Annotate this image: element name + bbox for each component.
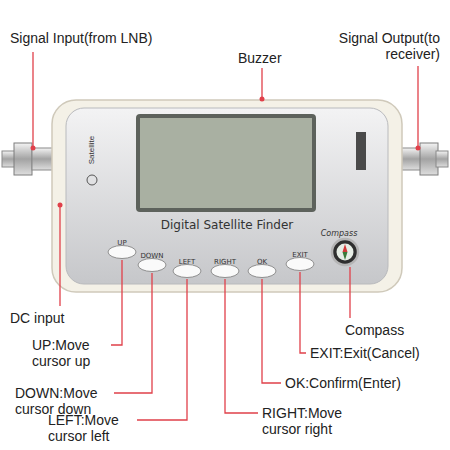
leader-line: [300, 272, 306, 353]
push-button: RIGHT: [208, 250, 242, 278]
connector-nut: [14, 143, 32, 175]
button-cap: [286, 258, 314, 271]
connector-nut: [420, 143, 438, 175]
leader-line: [32, 52, 33, 148]
callout-label: Buzzer: [238, 50, 282, 66]
leader-lines: [33, 52, 418, 420]
button-caption: EXIT: [292, 251, 308, 260]
leader-line: [225, 279, 258, 413]
button-cap: [248, 265, 276, 278]
button-caption: UP: [117, 239, 126, 248]
leader-dots: [31, 97, 421, 208]
push-button: EXIT: [283, 243, 317, 271]
callout-label: RIGHT:Move cursor right: [262, 405, 357, 437]
side-badge: [356, 132, 366, 170]
front-panel: [66, 108, 388, 284]
leader-line: [111, 260, 122, 345]
callout-label: LEFT:Move cursor left: [48, 412, 133, 444]
button-caption: RIGHT: [214, 258, 236, 267]
output-connector: [400, 143, 448, 175]
input-connector: [2, 143, 54, 175]
button-caption: LEFT: [179, 258, 196, 267]
push-button: DOWN: [135, 244, 169, 272]
leader-dot: [416, 146, 421, 151]
leader-line: [114, 273, 152, 393]
callout-label: OK:Confirm(Enter): [285, 375, 401, 391]
compass-face: [337, 244, 354, 261]
device-title: Digital Satellite Finder: [161, 218, 294, 232]
compass-needle: [343, 252, 348, 260]
callout-label: Compass: [345, 322, 404, 338]
connector-body: [400, 148, 422, 170]
button-cap: [138, 259, 166, 272]
leader-line: [59, 205, 60, 306]
leader-line: [417, 66, 418, 148]
leader-line: [349, 267, 350, 318]
device-housing: Digital Satellite FinderUP DOWN LEFT RIGHT O…: [52, 100, 402, 292]
button-cap: [173, 265, 201, 278]
connector-tip: [436, 151, 448, 167]
panel-marking: Satellite: [87, 130, 97, 170]
callout-label: DC input: [10, 310, 64, 326]
leader-line: [137, 279, 187, 420]
housing: [52, 100, 402, 292]
compass-needle: [343, 244, 348, 252]
callout-label: Signal Output(to receiver): [330, 30, 440, 62]
dish-icon: [87, 175, 97, 185]
push-button: OK: [245, 250, 279, 278]
button-cap: [211, 265, 239, 278]
callout-label: EXIT:Exit(Cancel): [310, 345, 420, 361]
leader-dot: [58, 203, 63, 208]
button-caption: DOWN: [140, 252, 163, 261]
button-caption: OK: [257, 258, 267, 267]
push-button: LEFT: [170, 250, 204, 278]
callout-label: UP:Move cursor up: [32, 337, 107, 369]
leader-dot: [260, 97, 265, 102]
leader-line: [261, 68, 262, 99]
button-cap: [108, 246, 136, 259]
button-caption: Compass: [321, 229, 358, 239]
compass-ring: [332, 239, 358, 265]
callout-label: Signal Input(from LNB): [10, 30, 152, 46]
lcd-screen: [140, 118, 312, 208]
lcd-frame: [136, 114, 316, 212]
connector-body: [32, 148, 54, 170]
leader-line: [262, 279, 281, 383]
leader-dot: [31, 146, 36, 151]
push-button: UP: [105, 231, 139, 259]
compass-outline: [313, 222, 365, 266]
compass-dial: Compass: [313, 222, 365, 266]
